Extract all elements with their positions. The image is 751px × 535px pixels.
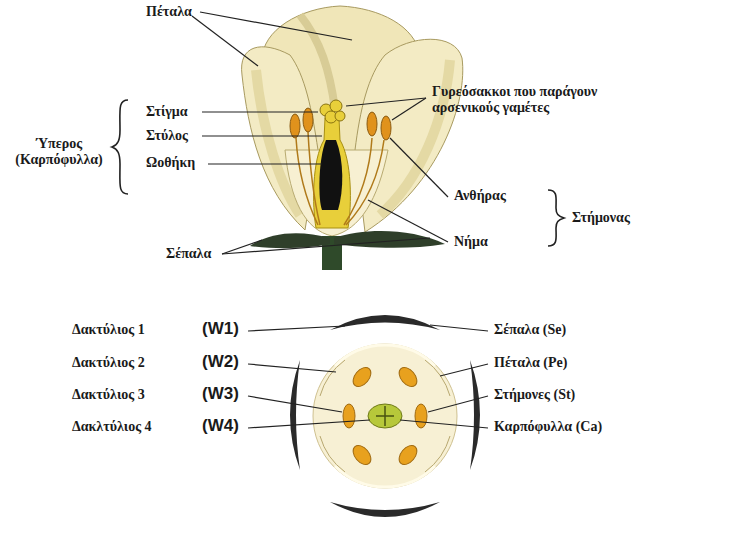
ring-label: Δακλτύλιος 4 (72, 419, 152, 435)
part-label: Ωοθήκη (146, 155, 195, 171)
ring-label: Δακτύλιος 2 (72, 355, 145, 371)
organ-label: Καρπόφυλλα (Ca) (494, 419, 602, 435)
part-label: Πέταλα (146, 4, 192, 20)
part-label: Νήμα (454, 234, 488, 250)
ring-code: (W4) (202, 416, 239, 436)
part-label: Στύλος (146, 128, 188, 144)
part-label: Στίγμα (146, 104, 188, 120)
part-label: Γυρεόσακκοι που παράγουν αρσενικούς γαμέ… (432, 84, 602, 116)
part-label: Σέπαλα (166, 246, 211, 262)
group-label: Ύπερος (Καρπόφυλλα) (6, 136, 112, 168)
organ-label: Στήμονες (St) (494, 387, 575, 403)
group-label: Στήμονας (572, 210, 630, 226)
ring-code: (W1) (202, 319, 239, 339)
ring-code: (W2) (202, 352, 239, 372)
ring-code: (W3) (202, 384, 239, 404)
ring-label: Δακτύλιος 1 (72, 322, 145, 338)
organ-label: Πέταλα (Pe) (494, 355, 567, 371)
part-label: Ανθήρας (454, 188, 506, 204)
ring-label: Δακτύλιος 3 (72, 387, 145, 403)
organ-label: Σέπαλα (Se) (494, 322, 566, 338)
